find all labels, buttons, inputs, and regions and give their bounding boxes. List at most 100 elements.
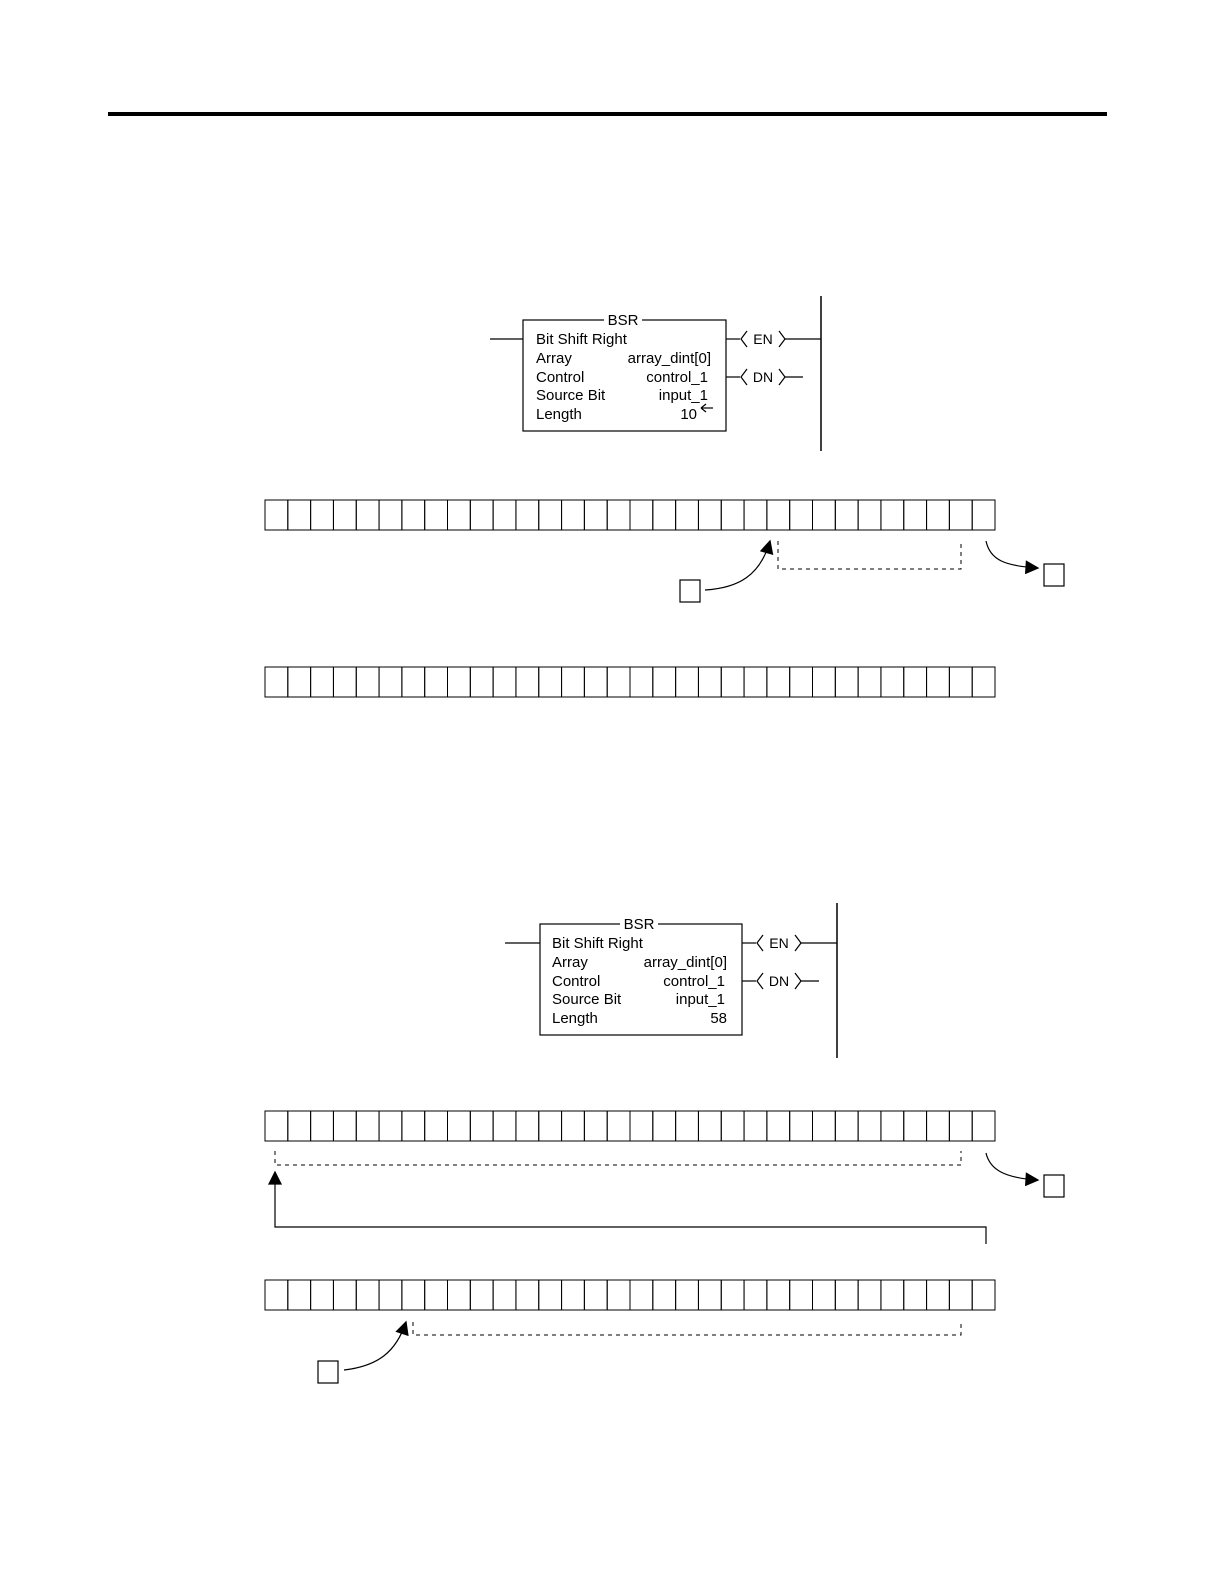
bit-cell bbox=[835, 667, 858, 697]
en-coil-right-bracket bbox=[795, 935, 801, 951]
bit-cell bbox=[493, 667, 516, 697]
bit-cell bbox=[379, 1280, 402, 1310]
operand-value-array: array_dint[0] bbox=[644, 954, 727, 971]
bit-cell bbox=[402, 1111, 425, 1141]
bit-cell bbox=[744, 1280, 767, 1310]
bit-cell bbox=[288, 1280, 311, 1310]
example-2: BSR Bit Shift Right Array array_dint[0] … bbox=[265, 903, 1064, 1383]
source-bit-arrow bbox=[705, 541, 770, 590]
bit-cell bbox=[333, 1111, 356, 1141]
en-coil-label: EN bbox=[769, 935, 788, 951]
instruction-block-1: BSR Bit Shift Right Array array_dint[0] … bbox=[490, 296, 821, 451]
instruction-mnemonic: BSR bbox=[608, 312, 639, 329]
bit-cell bbox=[630, 500, 653, 530]
bit-cell bbox=[448, 1280, 471, 1310]
bit-cell bbox=[470, 1111, 493, 1141]
operand-value-length: 10 bbox=[680, 406, 697, 423]
bit-cell bbox=[607, 667, 630, 697]
bit-array-row-word-0 bbox=[265, 1111, 995, 1141]
bit-cell bbox=[265, 500, 288, 530]
en-coil-left-bracket bbox=[757, 935, 763, 951]
bit-cell bbox=[448, 667, 471, 697]
bit-cell bbox=[721, 667, 744, 697]
bit-cell bbox=[698, 500, 721, 530]
bit-cell bbox=[881, 1111, 904, 1141]
bit-cell bbox=[356, 1280, 379, 1310]
shift-annotation-1 bbox=[680, 541, 1064, 602]
operand-label-control: Control bbox=[552, 973, 600, 990]
bit-cell bbox=[858, 500, 881, 530]
bit-cell bbox=[402, 500, 425, 530]
bit-cell bbox=[858, 667, 881, 697]
bit-cell bbox=[425, 667, 448, 697]
bit-cell bbox=[813, 667, 836, 697]
bit-cell bbox=[493, 500, 516, 530]
operand-value-control: control_1 bbox=[646, 369, 708, 386]
bit-cell bbox=[539, 1280, 562, 1310]
bit-cell bbox=[653, 667, 676, 697]
shift-range-dashed-word-1 bbox=[413, 1322, 961, 1335]
dn-coil-left-bracket bbox=[741, 369, 747, 385]
dn-coil-left-bracket bbox=[757, 973, 763, 989]
bit-cell bbox=[881, 500, 904, 530]
bit-cell bbox=[698, 1280, 721, 1310]
unload-bit-arrow bbox=[986, 541, 1038, 568]
bit-cell bbox=[767, 1280, 790, 1310]
bit-cell bbox=[835, 1280, 858, 1310]
operand-label-length: Length bbox=[552, 1010, 598, 1027]
dn-coil-label: DN bbox=[769, 973, 789, 989]
bit-cell bbox=[379, 667, 402, 697]
bit-cell bbox=[630, 667, 653, 697]
bit-cell bbox=[379, 500, 402, 530]
bit-cell bbox=[402, 667, 425, 697]
bit-cell bbox=[539, 667, 562, 697]
bit-cell bbox=[562, 500, 585, 530]
bit-cell bbox=[972, 1111, 995, 1141]
bit-cell bbox=[881, 667, 904, 697]
bit-cell bbox=[379, 1111, 402, 1141]
bit-cell bbox=[516, 1111, 539, 1141]
instruction-block-2: BSR Bit Shift Right Array array_dint[0] … bbox=[505, 903, 837, 1058]
bit-cell bbox=[630, 1280, 653, 1310]
bit-cell bbox=[288, 500, 311, 530]
bit-cell bbox=[698, 667, 721, 697]
bit-cell bbox=[972, 667, 995, 697]
dn-coil-right-bracket bbox=[795, 973, 801, 989]
instruction-mnemonic: BSR bbox=[624, 916, 655, 933]
bit-cell bbox=[813, 1111, 836, 1141]
bit-cell bbox=[493, 1111, 516, 1141]
bit-cell bbox=[607, 1111, 630, 1141]
bit-cell bbox=[972, 500, 995, 530]
bit-cell bbox=[676, 667, 699, 697]
bit-cell bbox=[311, 667, 334, 697]
bit-cell bbox=[288, 1111, 311, 1141]
bit-cell bbox=[949, 1280, 972, 1310]
shift-range-dashed-word-0 bbox=[275, 1151, 961, 1165]
dn-coil-right-bracket bbox=[779, 369, 785, 385]
bit-cell bbox=[927, 500, 950, 530]
bit-cell bbox=[265, 1111, 288, 1141]
bit-cell bbox=[653, 1280, 676, 1310]
bit-cell bbox=[813, 500, 836, 530]
operand-label-source-bit: Source Bit bbox=[536, 387, 606, 404]
bit-cell bbox=[562, 667, 585, 697]
operand-label-source-bit: Source Bit bbox=[552, 991, 622, 1008]
bit-cell bbox=[333, 1280, 356, 1310]
shift-range-dashed bbox=[778, 541, 961, 569]
header-rule bbox=[108, 112, 1107, 116]
bit-cell bbox=[676, 500, 699, 530]
bit-array-row-before bbox=[265, 500, 995, 530]
bit-cell bbox=[904, 667, 927, 697]
bit-cell bbox=[949, 500, 972, 530]
bit-cell bbox=[356, 500, 379, 530]
bit-cell bbox=[470, 1280, 493, 1310]
bit-cell bbox=[904, 1111, 927, 1141]
bit-cell bbox=[858, 1111, 881, 1141]
bit-cell bbox=[288, 667, 311, 697]
bit-cell bbox=[425, 500, 448, 530]
bit-cell bbox=[858, 1280, 881, 1310]
bit-array-row-after bbox=[265, 667, 995, 697]
bit-cell bbox=[721, 1280, 744, 1310]
unload-bit-box bbox=[1044, 1175, 1064, 1197]
bit-cell bbox=[904, 1280, 927, 1310]
